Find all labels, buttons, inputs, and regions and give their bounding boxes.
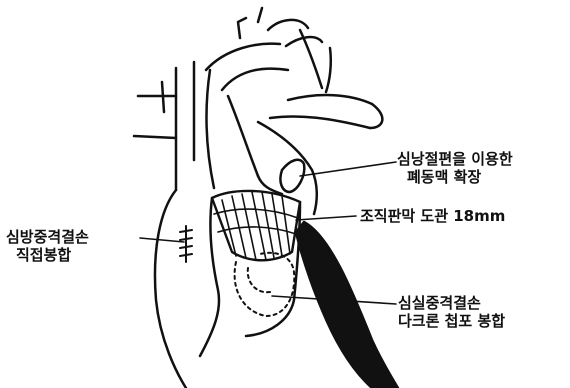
- vsd-label: 심실중격결손 다크론 첩포 봉합: [398, 294, 505, 330]
- pericardial-patch-label: 심낭절편을 이용한 폐동맥 확장: [397, 150, 513, 186]
- vsd-label-line1: 심실중격결손: [398, 294, 505, 312]
- pericardial-patch-label-line1: 심낭절편을 이용한: [397, 150, 513, 168]
- asd-suture: [180, 226, 192, 262]
- pulmonary-artery: [258, 122, 317, 214]
- asd-label-line1: 심방중격결손: [6, 228, 89, 246]
- vsd-label-line2: 다크론 첩포 봉합: [398, 312, 505, 330]
- vsd-patch: [235, 253, 295, 316]
- valved-conduit-label: 조직판막 도관 18mm: [360, 207, 505, 225]
- asd-label: 심방중격결손 직접봉합: [6, 228, 89, 264]
- leader-lines: [140, 162, 396, 304]
- aorta: [207, 70, 282, 194]
- vena-cava: [134, 62, 194, 388]
- pericardial-patch-label-line2: 폐동맥 확장: [397, 168, 513, 186]
- asd-label-line2: 직접봉합: [6, 246, 89, 264]
- valved-conduit: [212, 191, 300, 260]
- valved-conduit-label-text: 조직판막 도관 18mm: [360, 207, 505, 225]
- left-ventricle-wall: [296, 222, 398, 388]
